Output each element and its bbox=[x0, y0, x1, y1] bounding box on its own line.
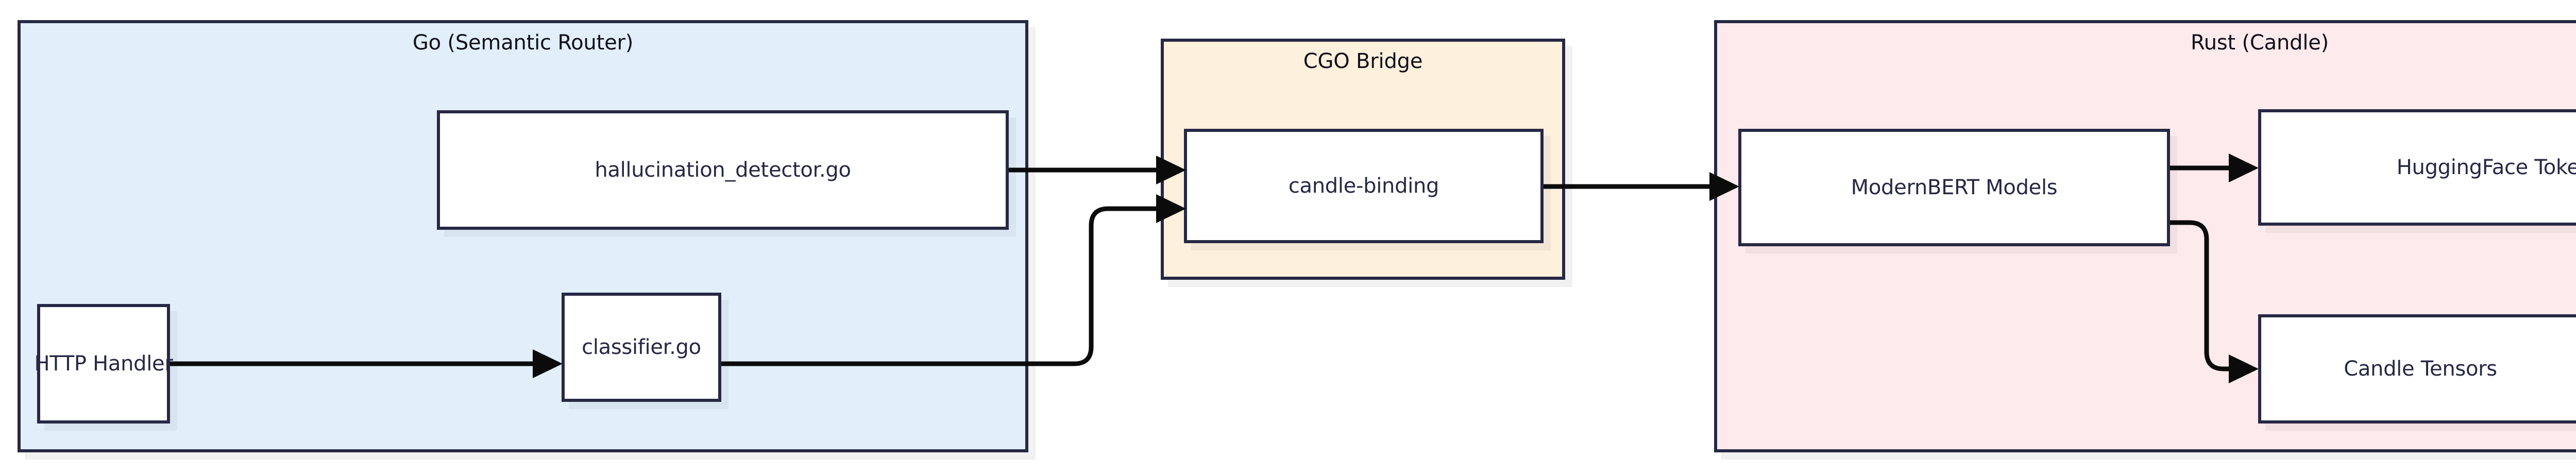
node-candle-tensors[interactable]: Candle Tensors bbox=[2258, 314, 2576, 424]
edge-candle-binding-to-modernbert-models bbox=[1544, 172, 1739, 201]
node-hallucination-detector-go[interactable]: hallucination_detector.go bbox=[437, 110, 1009, 230]
node-classifier-go-label: classifier.go bbox=[582, 335, 701, 359]
node-candle-tensors-label: Candle Tensors bbox=[2344, 357, 2497, 381]
node-candle-binding[interactable]: candle-binding bbox=[1184, 129, 1544, 243]
edge-hallucination-detector-to-candle-binding bbox=[1009, 156, 1186, 184]
node-classifier-go[interactable]: classifier.go bbox=[562, 293, 721, 402]
subgraph-go-title: Go (Semantic Router) bbox=[412, 31, 634, 55]
node-http-handler[interactable]: HTTP Handler bbox=[35, 304, 173, 424]
node-hallucination-detector-go-label: hallucination_detector.go bbox=[595, 158, 851, 182]
node-huggingface-tokenizers-label: HuggingFace Tokenizers bbox=[2396, 156, 2576, 179]
node-modernbert-models[interactable]: ModernBERT Models bbox=[1738, 129, 2170, 246]
node-modernbert-models-label: ModernBERT Models bbox=[1851, 176, 2058, 199]
subgraph-cgo-bridge-title: CGO Bridge bbox=[1303, 49, 1423, 73]
node-candle-binding-label: candle-binding bbox=[1288, 174, 1439, 198]
node-huggingface-tokenizers[interactable]: HuggingFace Tokenizers bbox=[2258, 109, 2576, 226]
node-http-handler-label: HTTP Handler bbox=[34, 352, 173, 376]
subgraph-rust-title: Rust (Candle) bbox=[2190, 31, 2329, 55]
